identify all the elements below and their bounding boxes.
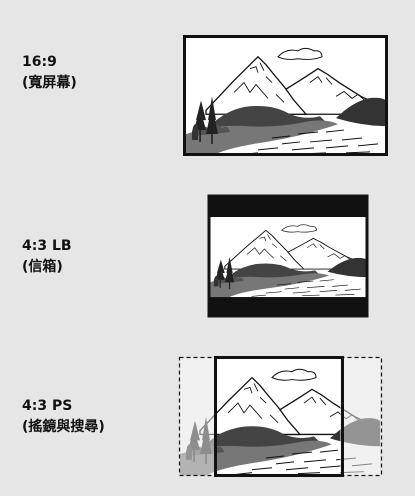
mode-name: 4:3 PS xyxy=(22,398,73,414)
pan-scan-illustration xyxy=(178,356,383,477)
mode-description: (搖鏡與搜尋) xyxy=(22,419,105,435)
mode-description: (寬屏幕) xyxy=(22,75,77,91)
mode-name: 16:9 xyxy=(22,54,57,70)
visible-frame xyxy=(214,356,344,477)
mode-description: (信箱) xyxy=(22,259,63,275)
widescreen-illustration xyxy=(183,35,388,157)
mode-label-letterbox: 4:3 LB (信箱) xyxy=(22,236,72,278)
mode-name: 4:3 LB xyxy=(22,238,72,254)
letterbox-illustration xyxy=(207,194,369,318)
mode-label-pan-scan: 4:3 PS (搖鏡與搜尋) xyxy=(22,396,105,438)
letterbox-bottom-bar xyxy=(209,297,367,316)
letterbox-top-bar xyxy=(209,196,367,217)
mode-label-widescreen: 16:9 (寬屏幕) xyxy=(22,52,77,94)
